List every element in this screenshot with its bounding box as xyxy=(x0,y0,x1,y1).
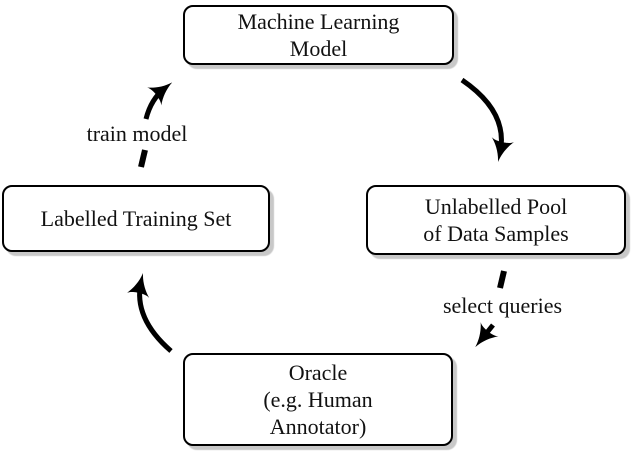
arrow-select-queries-head xyxy=(475,322,499,348)
node-machine-learning-model: Machine Learning Model xyxy=(183,5,454,65)
arrow-train-model-stub xyxy=(138,149,148,168)
node-oracle: Oracle (e.g. Human Annotator) xyxy=(183,353,453,446)
arrow-model-to-pool xyxy=(460,77,515,162)
node-labelled-training-set: Labelled Training Set xyxy=(2,185,270,252)
node-label-line: Unlabelled Pool xyxy=(424,194,568,219)
arrow-train-model-head xyxy=(143,82,173,120)
node-label-line: of Data Samples xyxy=(423,221,569,246)
node-label-line: Annotator) xyxy=(269,414,367,439)
node-unlabelled-pool: Unlabelled Pool of Data Samples xyxy=(366,185,626,255)
node-label-line: Model xyxy=(289,36,348,61)
edge-label-select-queries: select queries xyxy=(442,293,563,318)
node-label-line: (e.g. Human xyxy=(263,387,373,412)
node-label-line: Labelled Training Set xyxy=(40,206,232,231)
node-label-line: Oracle xyxy=(288,360,348,385)
arrow-oracle-to-labelled xyxy=(126,273,173,353)
edge-label-train-model: train model xyxy=(86,121,188,146)
node-label-line: Machine Learning xyxy=(237,9,400,34)
arrow-select-queries-stub xyxy=(497,270,507,289)
